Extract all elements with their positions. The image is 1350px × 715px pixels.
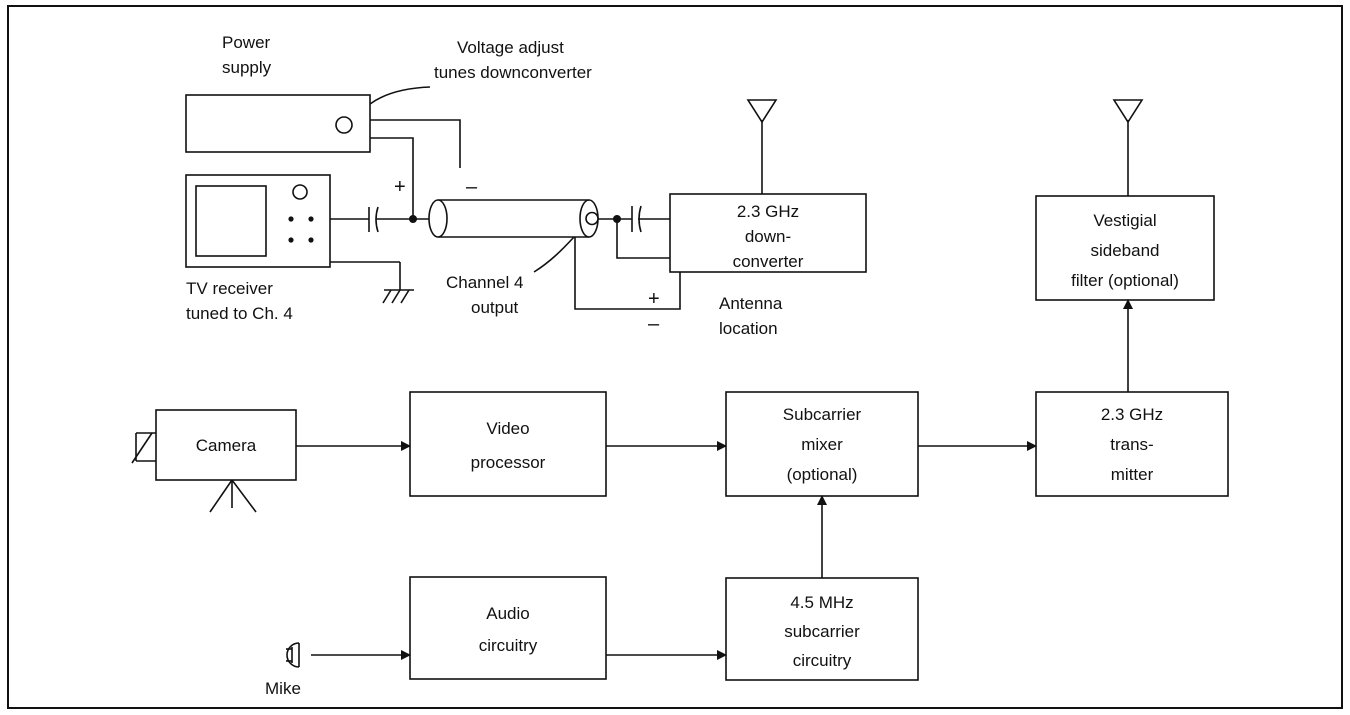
subcarrier-circuitry-box xyxy=(725,577,919,681)
transmitter-box xyxy=(1035,391,1229,497)
minus-sign: – xyxy=(648,313,660,335)
power-positive-wire xyxy=(370,137,414,219)
vsb-filter-label-3: filter (optional) xyxy=(1071,271,1179,290)
tripod-icon xyxy=(209,479,257,513)
downconverter-label-2: down- xyxy=(745,227,791,246)
subcarrier-circuitry-label-2: subcarrier xyxy=(784,622,860,641)
minus-sign: – xyxy=(466,176,478,198)
microphone-icon xyxy=(286,642,300,668)
dc-return-wire xyxy=(574,237,681,310)
audio-circuitry-label-1: Audio xyxy=(486,604,529,623)
tv-screen xyxy=(195,185,267,257)
voltage-adjust-label-1: Voltage adjust xyxy=(457,38,564,57)
video-processor-label-2: processor xyxy=(471,453,546,472)
tv-control-dot xyxy=(288,237,294,243)
subcarrier-circuitry-label-3: circuitry xyxy=(793,651,852,670)
downconverter-label-1: 2.3 GHz xyxy=(737,202,799,221)
antenna-icon xyxy=(746,99,778,124)
camera-label: Camera xyxy=(196,436,257,455)
antenna-location-label-1: Antenna xyxy=(719,294,783,313)
voltage-adjust-leader xyxy=(369,86,431,105)
subcarrier-mixer-label-2: mixer xyxy=(801,435,843,454)
downconverter-label-3: converter xyxy=(733,252,804,271)
ground-icon xyxy=(382,289,414,304)
tv-control-dot xyxy=(308,216,314,222)
subcarrier-mixer-box xyxy=(725,391,919,497)
tv-control-dot xyxy=(308,237,314,243)
power-supply-label-1: Power xyxy=(222,33,271,52)
camera-lens-icon xyxy=(131,432,156,464)
tv-receiver-label-1: TV receiver xyxy=(186,279,273,298)
tv-control-dot xyxy=(288,216,294,222)
subcarrier-mixer-label-3: (optional) xyxy=(787,465,858,484)
video-processor-box xyxy=(409,391,607,497)
transmitter-label-3: mitter xyxy=(1111,465,1154,484)
audio-circuitry-label-2: circuitry xyxy=(479,636,538,655)
vsb-filter-label-1: Vestigial xyxy=(1093,211,1156,230)
vsb-filter-box xyxy=(1035,195,1215,301)
transmitter-label-1: 2.3 GHz xyxy=(1101,405,1163,424)
plus-sign: + xyxy=(394,176,406,198)
diagram-frame xyxy=(7,5,1343,709)
mike-label: Mike xyxy=(265,679,301,698)
subcarrier-mixer-label-1: Subcarrier xyxy=(783,405,862,424)
voltage-knob-icon xyxy=(335,116,353,134)
channel4-output-label-1: Channel 4 xyxy=(446,273,524,292)
channel4-leader xyxy=(533,236,575,273)
camera-box xyxy=(155,409,297,481)
junction-dot xyxy=(409,215,417,223)
power-negative-wire xyxy=(370,119,461,168)
antenna-location-label-2: location xyxy=(719,319,778,338)
plus-sign: + xyxy=(648,288,660,310)
voltage-adjust-label-2: tunes downconverter xyxy=(434,63,592,82)
coax-cable-icon xyxy=(428,199,599,238)
tv-knob-icon xyxy=(292,184,308,200)
channel4-output-label-2: output xyxy=(471,298,519,317)
audio-circuitry-box xyxy=(409,576,607,680)
vsb-filter-label-2: sideband xyxy=(1090,241,1159,260)
antenna-icon xyxy=(1112,99,1144,124)
dc-feed-wire xyxy=(616,219,670,259)
downconverter-box xyxy=(669,193,867,273)
subcarrier-circuitry-label-1: 4.5 MHz xyxy=(790,593,853,612)
power-supply-label-2: supply xyxy=(222,58,272,77)
video-processor-label-1: Video xyxy=(486,419,529,438)
tv-receiver-label-2: tuned to Ch. 4 xyxy=(186,304,293,323)
transmitter-label-2: trans- xyxy=(1110,435,1153,454)
